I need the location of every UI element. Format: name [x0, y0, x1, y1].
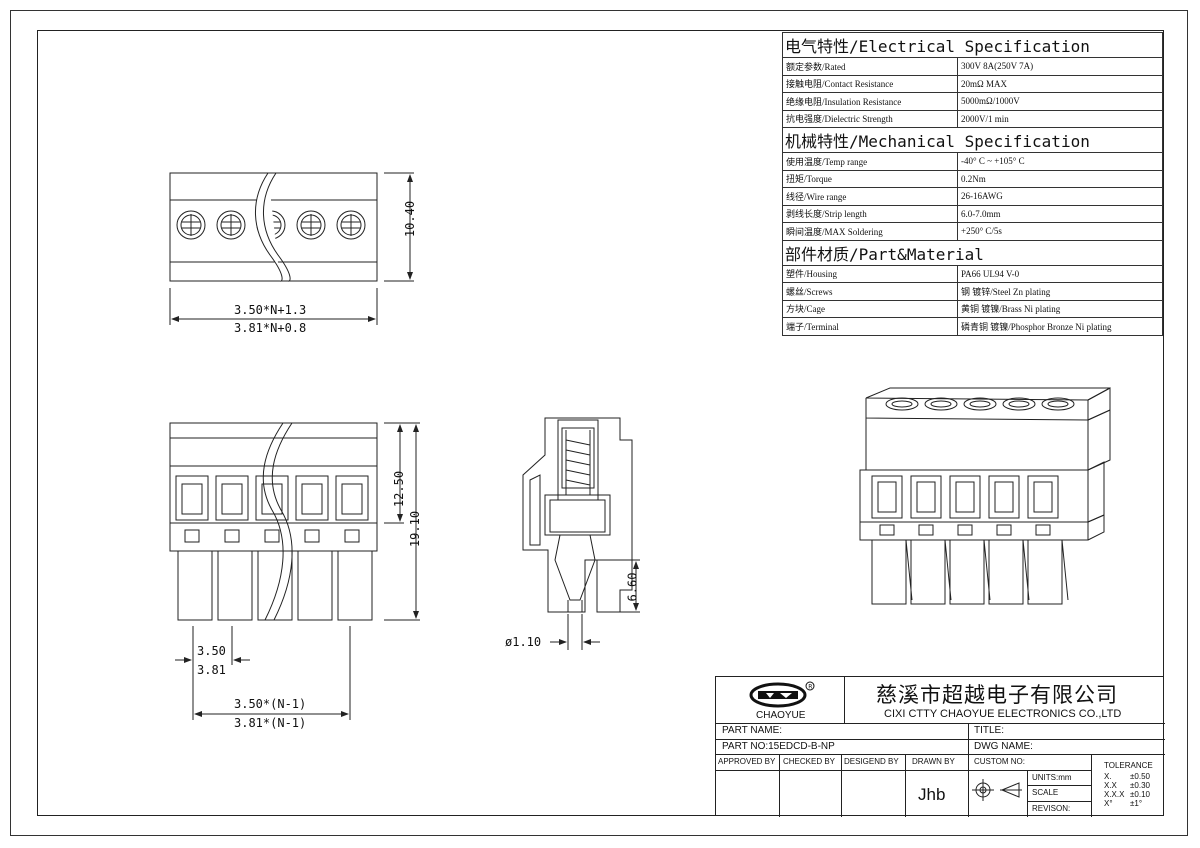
- revision-label: REVISON:: [1032, 804, 1071, 813]
- electrical-section-header: 电气特性/Electrical Specification: [782, 32, 1163, 58]
- iso-pin: [1027, 539, 1063, 605]
- isometric-view: [859, 387, 1111, 605]
- chaoyue-logo-icon: R: [749, 681, 815, 708]
- dwg-name-label: DWG NAME:: [974, 741, 1033, 752]
- scale-label: SCALE: [1032, 788, 1059, 797]
- iso-wire-entry: [910, 475, 942, 519]
- terminal-pin: [337, 550, 373, 621]
- wire-entry: [175, 475, 209, 521]
- drawn-by-name: Jhb: [918, 785, 946, 804]
- drawing-outer-border: [10, 10, 1188, 836]
- screw-hole: [296, 210, 326, 240]
- drawing-inner-border: [37, 30, 1164, 816]
- screw-hole: [216, 210, 246, 240]
- dim-top-width-a: 3.50*N+1.3: [234, 303, 307, 317]
- dim-span-b: 3.81*(N-1): [234, 716, 307, 730]
- iso-screw: [1002, 397, 1036, 411]
- electrical-header-en: /Electrical Specification: [849, 37, 1090, 56]
- iso-wire-entry: [1027, 475, 1059, 519]
- spec-value: 磷青铜 镀镍/Phosphor Bronze Ni plating: [957, 317, 1163, 336]
- designed-by-label: DESIGEND BY: [844, 757, 899, 766]
- top-view: [169, 172, 378, 282]
- iso-screw: [885, 397, 919, 411]
- material-header-zh: 部件材质: [785, 244, 850, 264]
- mechanical-header-en: /Mechanical Specification: [849, 132, 1090, 151]
- iso-pin: [949, 539, 985, 605]
- tolerance-value: ±1°: [1130, 799, 1143, 808]
- spec-row: 使用温度/Temp range-40° C ~ +105° C: [782, 152, 1163, 171]
- drawn-by-label: DRAWN BY: [912, 757, 955, 766]
- tolerance-key: X.X.X: [1104, 790, 1125, 799]
- tolerance-key: X.: [1104, 772, 1112, 781]
- projection-symbol-icon: [972, 779, 1022, 801]
- logo-text: CHAOYUE: [756, 710, 806, 721]
- units-label: UNITS:mm: [1032, 773, 1072, 782]
- title-label: TITLE:: [974, 725, 1005, 736]
- approved-by-label: APPROVED BY: [718, 757, 776, 766]
- wire-entry: [335, 475, 369, 521]
- electrical-header-zh: 电气特性: [785, 37, 850, 56]
- iso-screw: [1041, 397, 1075, 411]
- side-view: [522, 417, 633, 613]
- tolerance-value: ±0.50: [1130, 772, 1150, 781]
- svg-text:R: R: [808, 683, 812, 690]
- dim-side-pin: 6.60: [625, 572, 640, 602]
- dim-front-height-b: 19.10: [408, 510, 423, 548]
- terminal-pin: [297, 550, 333, 621]
- terminal-pin: [257, 550, 293, 621]
- iso-screw: [924, 397, 958, 411]
- tolerance-key: X°: [1104, 799, 1113, 808]
- dim-pitch-b: 3.81: [197, 663, 226, 677]
- wire-entry: [295, 475, 329, 521]
- iso-screw: [963, 397, 997, 411]
- screw-hole: [336, 210, 366, 240]
- wire-entry: [215, 475, 249, 521]
- tolerance-value: ±0.10: [1130, 790, 1150, 799]
- dim-top-height: 10.40: [403, 200, 418, 238]
- part-no-label: PART NO:15EDCD-B-NP: [722, 741, 835, 752]
- dim-side-dia: ø1.10: [505, 635, 542, 649]
- checked-by-label: CHECKED BY: [783, 757, 836, 766]
- dim-front-height-a: 12.50: [392, 470, 407, 508]
- mechanical-section-header: 机械特性/Mechanical Specification: [782, 127, 1163, 153]
- part-name-label: PART NAME:: [722, 725, 783, 736]
- tolerance-key: X.X: [1104, 781, 1117, 790]
- title-block: R CHAOYUE 慈溪市超越电子有限公司 CIXI CTTY CHAOYUE …: [715, 676, 1165, 817]
- company-name-zh: 慈溪市超越电子有限公司: [876, 683, 1118, 707]
- dim-pitch-a: 3.50: [197, 644, 226, 658]
- tolerance-title: TOLERANCE: [1104, 761, 1153, 770]
- iso-pin: [988, 539, 1024, 605]
- company-name-en: CIXI CTTY CHAOYUE ELECTRONICS CO.,LTD: [884, 708, 1122, 720]
- iso-pin: [910, 539, 946, 605]
- dim-top-width-b: 3.81*N+0.8: [234, 321, 307, 335]
- tolerance-value: ±0.30: [1130, 781, 1150, 790]
- terminal-pin: [217, 550, 253, 621]
- front-view: [169, 422, 378, 621]
- iso-pin: [871, 539, 907, 605]
- terminal-pin: [177, 550, 213, 621]
- mechanical-header-zh: 机械特性: [785, 132, 850, 151]
- iso-wire-entry: [871, 475, 903, 519]
- material-section-header: 部件材质/Part&Material: [782, 239, 1163, 266]
- screw-hole: [176, 210, 206, 240]
- iso-wire-entry: [988, 475, 1020, 519]
- custom-no-label: CUSTOM NO:: [974, 757, 1025, 766]
- material-header-en: /Part&Material: [849, 244, 984, 264]
- dim-span-a: 3.50*(N-1): [234, 697, 307, 711]
- iso-wire-entry: [949, 475, 981, 519]
